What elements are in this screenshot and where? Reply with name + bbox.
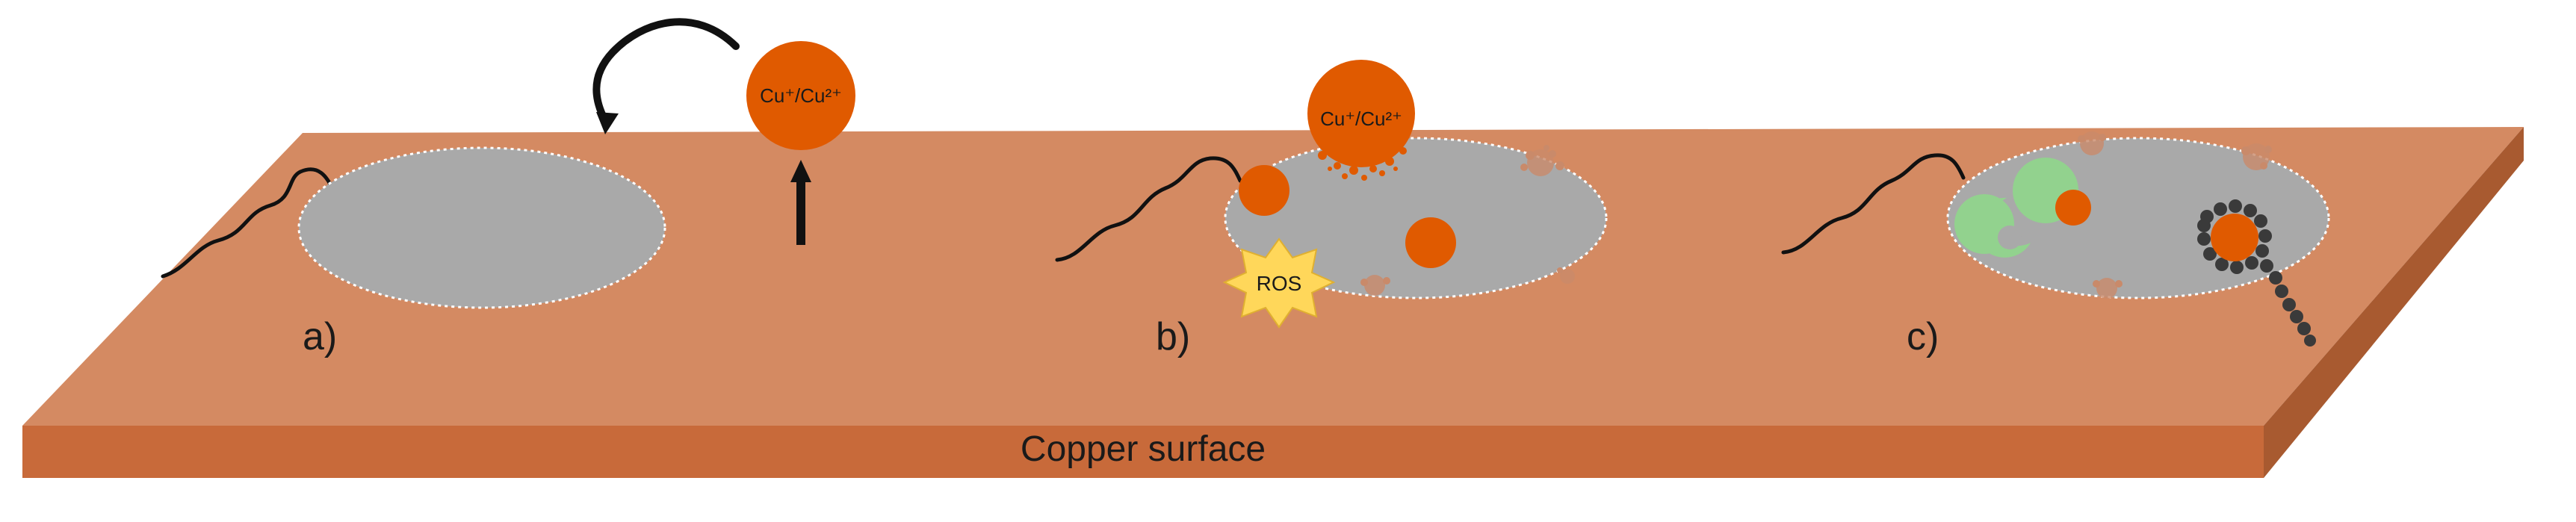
protein-1-notch — [1998, 226, 2022, 249]
copper-surface-label: Copper surface — [1021, 429, 1266, 469]
panel-b-label: b) — [1156, 315, 1190, 358]
ros-star-icon — [1222, 237, 1336, 329]
flagellum-a — [161, 167, 337, 279]
flagellum-c — [1781, 153, 1966, 255]
curved-arrow — [592, 18, 740, 127]
membrane-damage-b — [1360, 145, 1575, 296]
bacterium-cell-b — [1224, 137, 1608, 299]
curved-arrow-head-icon — [596, 112, 619, 134]
copper-ion-a — [746, 41, 855, 150]
copper-ion-b — [1307, 60, 1415, 167]
panel-b: Cu⁺/Cu²⁺ ROS b) — [1055, 60, 1608, 358]
panel-a-label: a) — [303, 315, 337, 358]
copper-surface-front — [22, 426, 2264, 478]
copper-particle-c2 — [2211, 214, 2258, 261]
copper-ion-b-label: Cu⁺/Cu²⁺ — [1320, 108, 1402, 130]
membrane-damage-c — [2078, 131, 2272, 299]
copper-ion-a-label: Cu⁺/Cu²⁺ — [760, 84, 842, 107]
copper-ion-b-speckle — [1318, 147, 1407, 181]
copper-particle-b2 — [1405, 217, 1456, 268]
copper-particle-c1 — [2055, 190, 2091, 226]
panel-c: c) — [1781, 131, 2330, 358]
copper-particle-b1 — [1239, 165, 1289, 216]
up-arrow-head-icon — [790, 160, 811, 182]
dna-chain — [2197, 199, 2316, 347]
panel-c-label: c) — [1907, 315, 1939, 358]
panel-a: a) Cu⁺/Cu²⁺ — [161, 18, 855, 358]
ros-label: ROS — [1257, 272, 1302, 295]
copper-surface-side — [2264, 127, 2524, 478]
bacterium-cell-a — [297, 146, 666, 309]
flagellum-b — [1055, 156, 1242, 262]
